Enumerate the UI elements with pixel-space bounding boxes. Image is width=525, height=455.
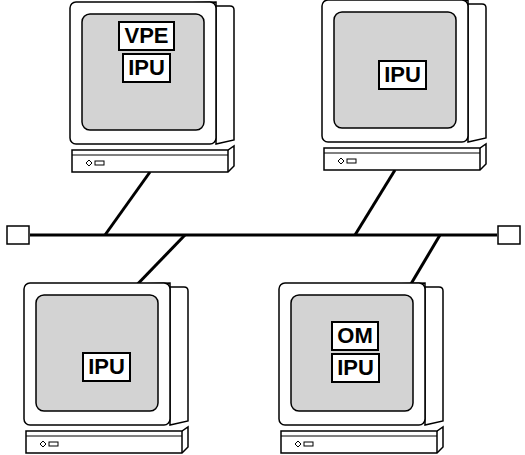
unit-label: IPU xyxy=(337,355,374,381)
computer-monitor xyxy=(70,2,234,172)
process-box: IPU xyxy=(378,60,427,90)
unit-label: IPU xyxy=(128,55,165,81)
unit-label: IPU xyxy=(384,62,421,88)
unit-label: VPE xyxy=(124,23,168,49)
process-box: IPU xyxy=(331,353,380,383)
process-box: IPU xyxy=(122,53,171,83)
process-box: IPU xyxy=(82,352,131,382)
unit-label: IPU xyxy=(88,354,125,380)
process-box: OM xyxy=(331,321,379,351)
unit-label: OM xyxy=(337,323,372,349)
network-bus xyxy=(7,170,520,294)
computer-monitor xyxy=(24,283,188,453)
process-box: VPE xyxy=(118,21,175,51)
computer-monitor xyxy=(322,0,486,170)
computer-monitor xyxy=(279,283,443,453)
